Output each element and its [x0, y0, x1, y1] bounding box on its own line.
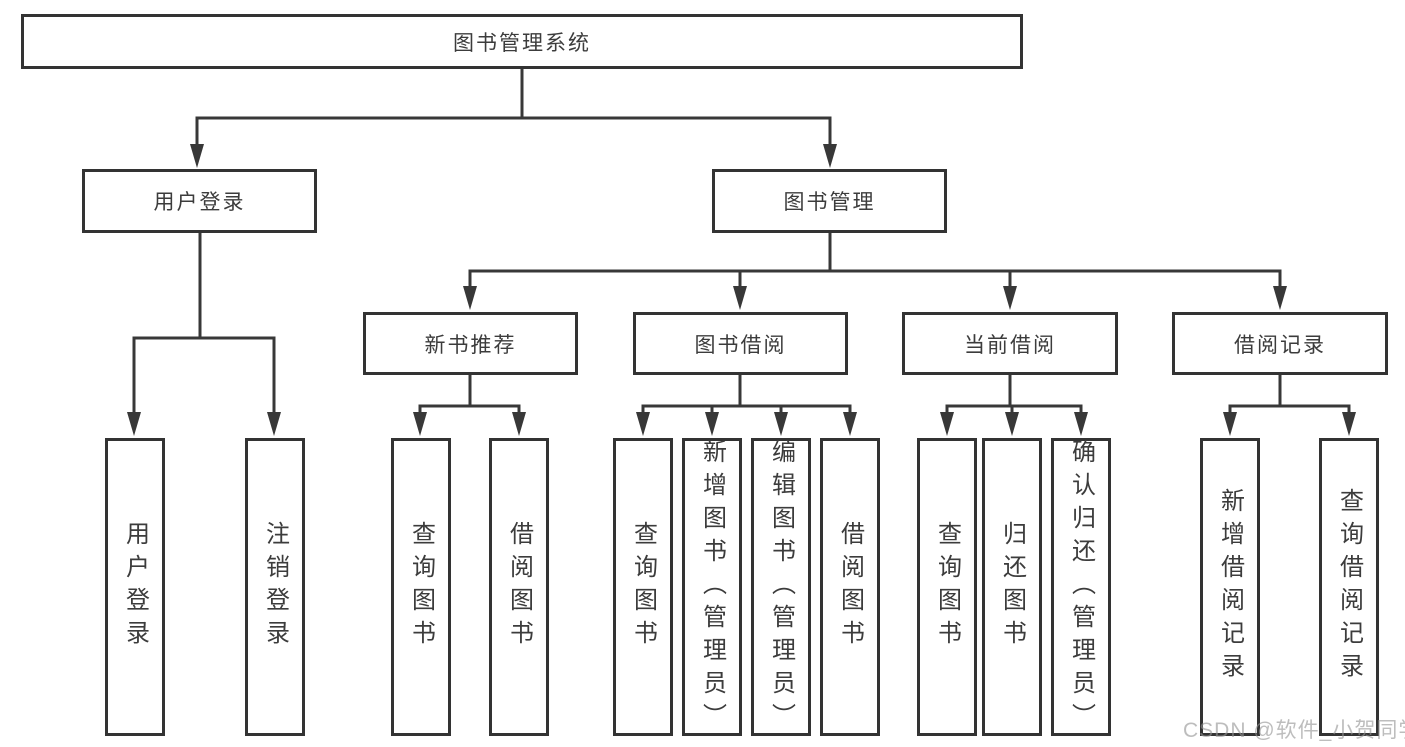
node-new-books: 新书推荐: [363, 312, 578, 375]
edges-borrow-records-to-leaves: [1223, 375, 1356, 436]
node-book-mgmt: 图书管理: [712, 169, 947, 233]
leaf-user-login: 用户登录: [105, 438, 165, 736]
leaf-logout: 注销登录: [245, 438, 305, 736]
edges-book-mgmt-to-level3: [463, 233, 1287, 310]
edges-book-borrow-to-leaves: [636, 375, 857, 436]
leaf-add-borrow-record: 新增借阅记录: [1200, 438, 1260, 736]
edges-root-to-level2: [190, 68, 837, 168]
leaf-query-books-borrow: 查询图书: [613, 438, 673, 736]
leaf-borrow-books: 借阅图书: [820, 438, 880, 736]
watermark: CSDN @软件_小贺同学: [1183, 719, 1405, 742]
leaf-confirm-return-admin: 确认归还（管理员）: [1051, 438, 1111, 736]
edges-user-login-to-leaves: [127, 233, 281, 436]
node-root: 图书管理系统: [21, 14, 1023, 69]
node-borrow-records: 借阅记录: [1172, 312, 1388, 375]
node-current-borrow: 当前借阅: [902, 312, 1118, 375]
leaf-query-books-newbooks: 查询图书: [391, 438, 451, 736]
leaf-add-books-admin: 新增图书（管理员）: [682, 438, 742, 736]
leaf-borrow-books-newbooks: 借阅图书: [489, 438, 549, 736]
edges-current-borrow-to-leaves: [940, 375, 1088, 436]
node-user-login: 用户登录: [82, 169, 317, 233]
leaf-edit-books-admin: 编辑图书（管理员）: [751, 438, 811, 736]
leaf-query-borrow-record: 查询借阅记录: [1319, 438, 1379, 736]
leaf-query-books-current: 查询图书: [917, 438, 977, 736]
node-book-borrow: 图书借阅: [633, 312, 848, 375]
leaf-return-books: 归还图书: [982, 438, 1042, 736]
edges-new-books-to-leaves: [413, 375, 526, 436]
